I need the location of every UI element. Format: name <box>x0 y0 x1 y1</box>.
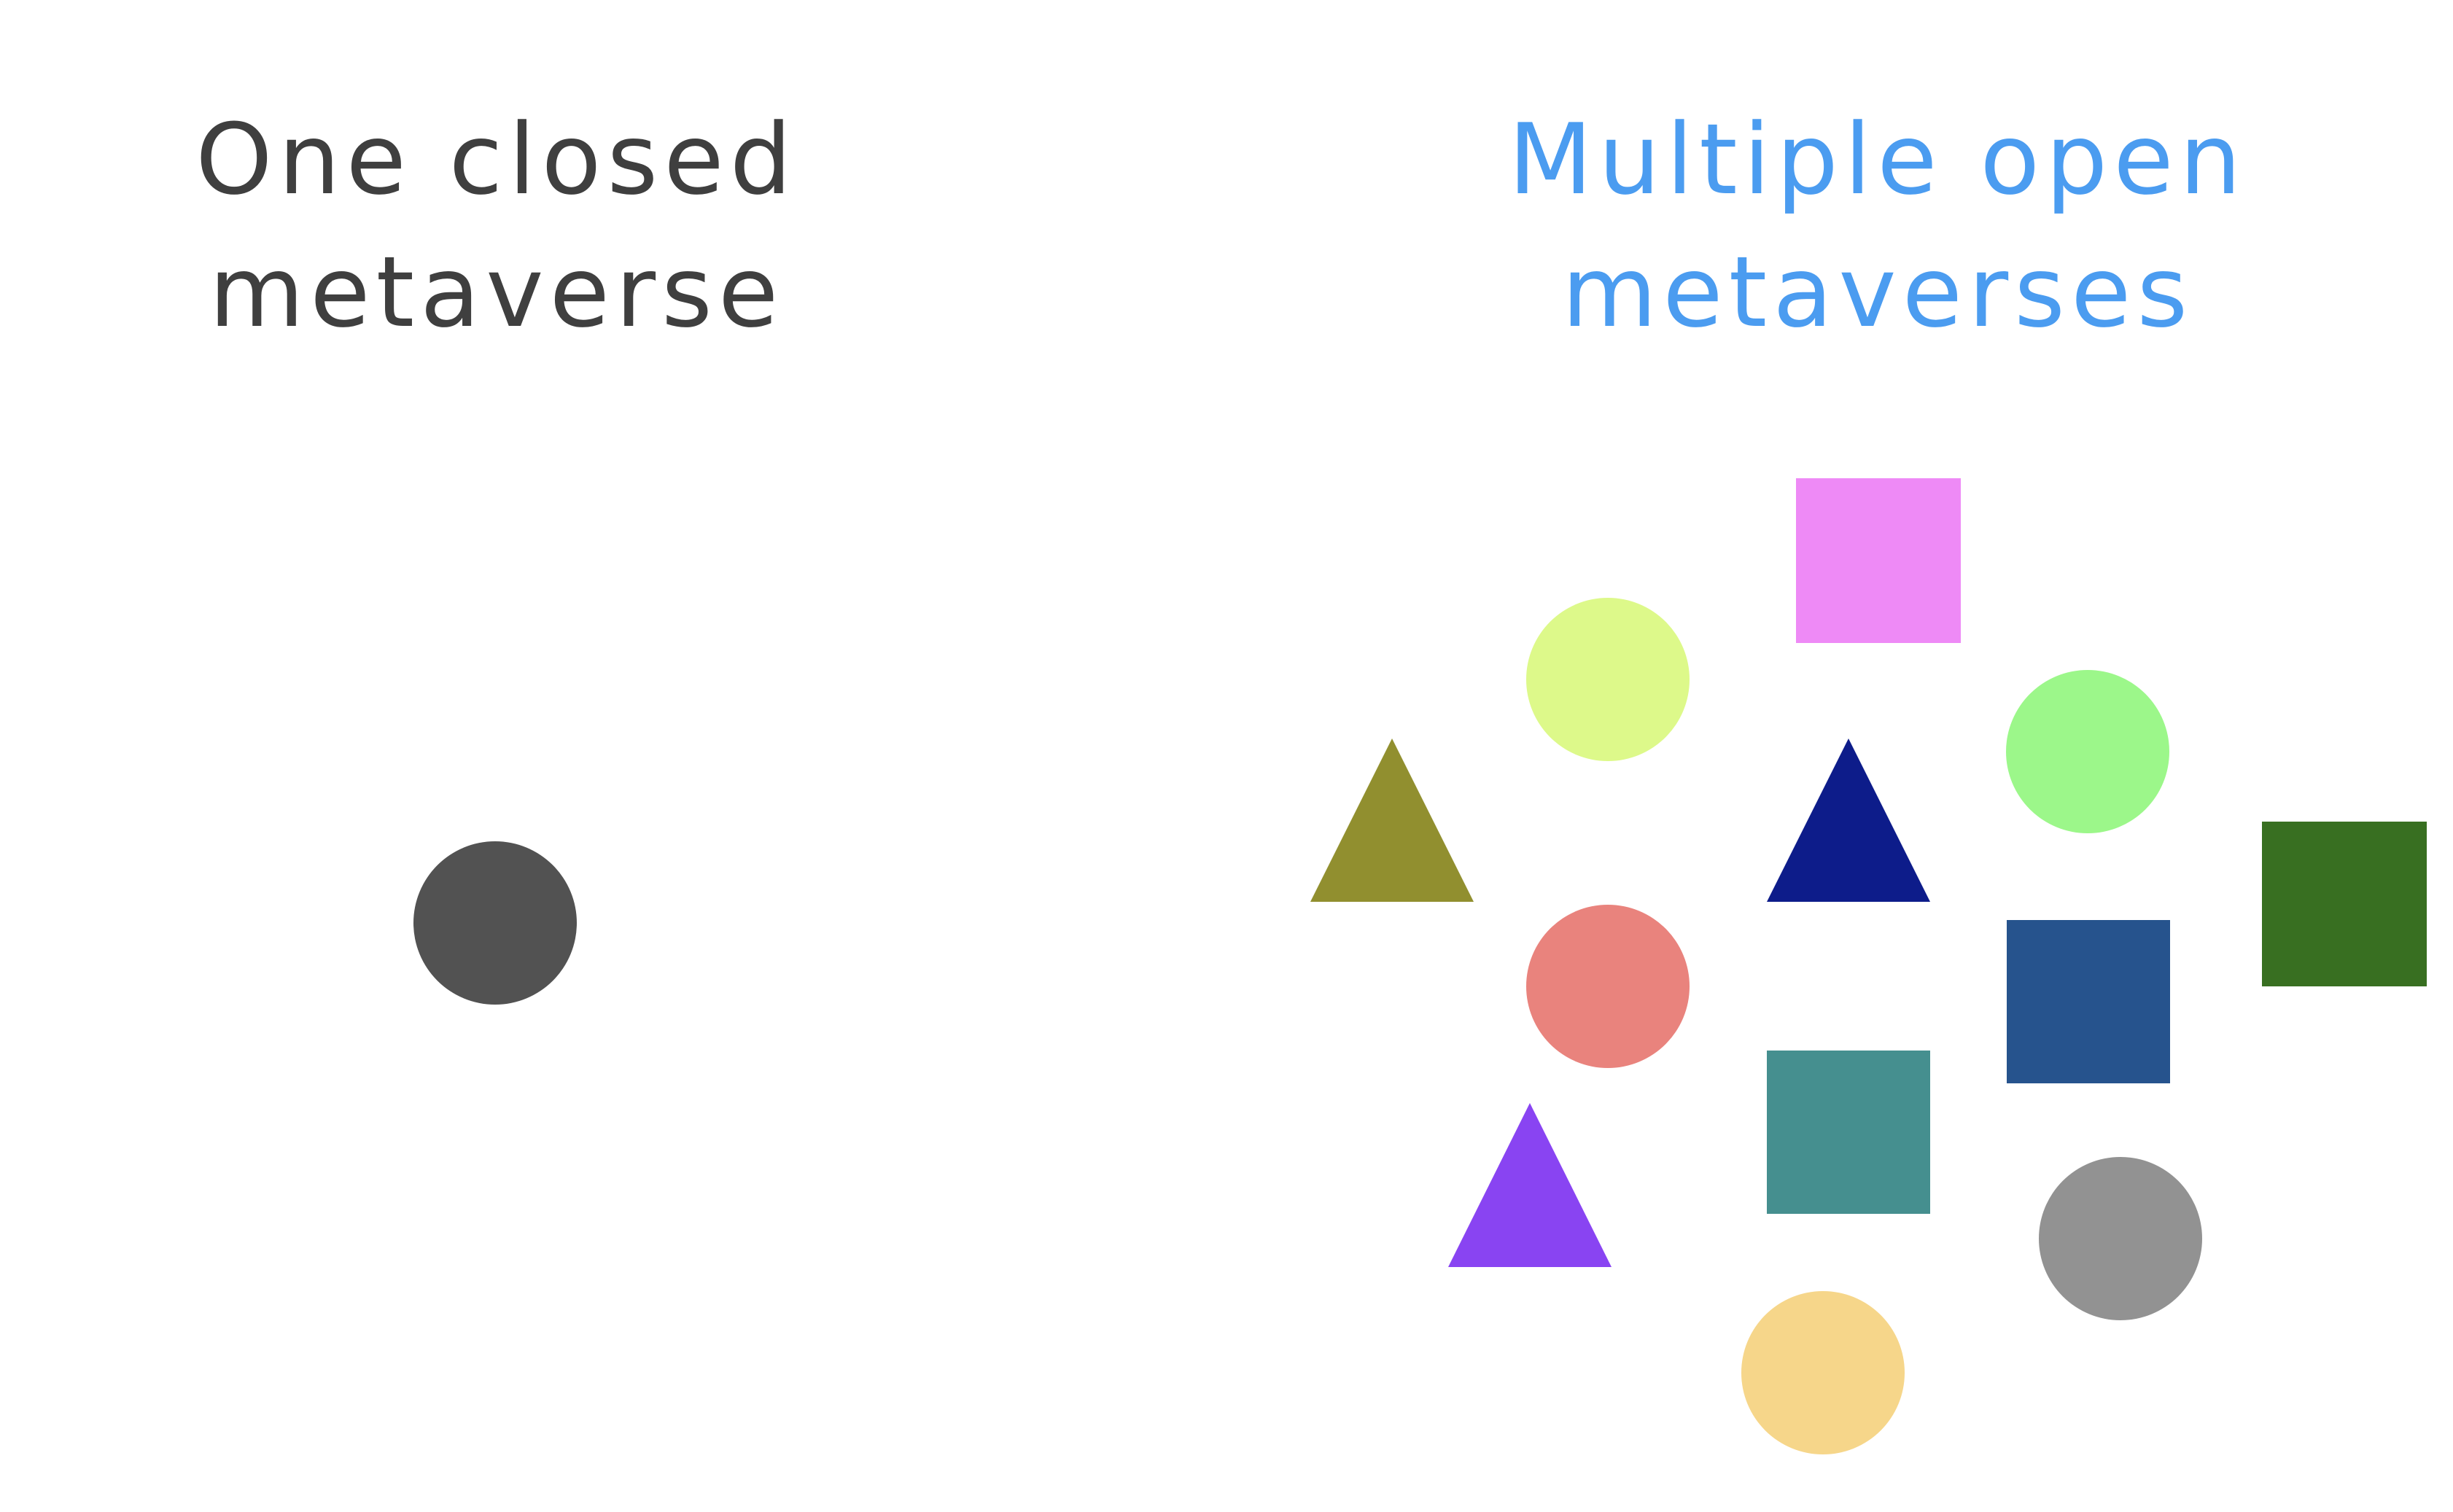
closed-metaverse-title-line1: One closed <box>195 103 798 217</box>
dark-gray-circle <box>413 841 577 1005</box>
peach-circle <box>1741 1291 1905 1454</box>
salmon-circle <box>1526 905 1690 1068</box>
open-metaverses-title-line2: metaverses <box>1561 235 2194 349</box>
open-metaverses-group <box>1310 478 2427 1454</box>
navy-triangle <box>1767 739 1930 902</box>
purple-triangle <box>1448 1103 1612 1267</box>
open-metaverses-title: Multiple open metaverses <box>1477 93 2279 359</box>
yellow-green-circle <box>1526 598 1690 761</box>
closed-metaverse-title-line2: metaverse <box>209 235 785 349</box>
olive-triangle <box>1310 739 1474 902</box>
light-green-circle <box>2006 670 2169 833</box>
closed-metaverse-title: One closed metaverse <box>96 93 898 359</box>
closed-metaverse-group <box>413 841 577 1005</box>
open-metaverses-title-line1: Multiple open <box>1508 103 2247 217</box>
blue-square <box>2007 920 2170 1083</box>
gray-circle <box>2039 1157 2202 1320</box>
teal-square <box>1767 1051 1930 1214</box>
dark-green-square <box>2262 822 2427 986</box>
pink-square <box>1796 478 1961 643</box>
